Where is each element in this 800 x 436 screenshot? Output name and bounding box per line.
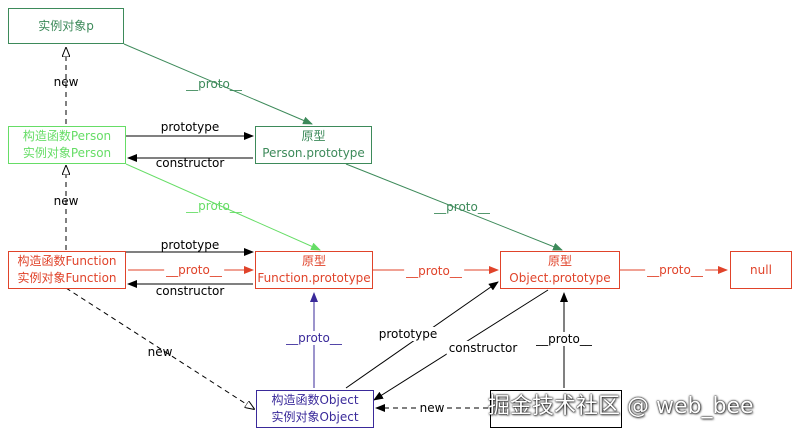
node-person-constructor-line2: 实例对象Person (22, 146, 112, 160)
node-instance-p-label: 实例对象p (38, 18, 94, 33)
label-new-object: new (147, 345, 173, 359)
node-instance-p: 实例对象p (8, 8, 124, 44)
node-function-constructor: 构造函数Function 实例对象Function (8, 251, 126, 289)
node-function-constructor-line2: 实例对象Function (17, 271, 117, 285)
node-object-prototype-line1: 原型 (547, 254, 572, 268)
label-proto-person-proto: __proto__ (434, 200, 490, 214)
node-person-constructor: 构造函数Person 实例对象Person (8, 126, 126, 164)
node-object-constructor: 构造函数Object 实例对象Object (256, 390, 374, 428)
node-null: null (730, 251, 792, 289)
node-person-constructor-line1: 构造函数Person (22, 129, 112, 143)
label-prototype-person: prototype (160, 120, 220, 134)
label-proto-function-proto: __proto__ (404, 264, 464, 278)
label-prototype-object: prototype (376, 327, 440, 341)
node-object-constructor-line2: 实例对象Object (271, 410, 359, 424)
label-constructor-person: constructor (155, 156, 225, 170)
node-person-prototype: 原型 Person.prototype (255, 126, 372, 164)
node-object-constructor-line1: 构造函数Object (271, 393, 359, 407)
label-proto-p: __proto__ (186, 77, 242, 91)
node-function-prototype-line2: Function.prototype (257, 271, 371, 285)
label-proto-hidden: __proto__ (534, 332, 594, 346)
node-hidden-box (490, 390, 622, 428)
label-new-hidden: new (417, 401, 447, 415)
label-proto-person-light: __proto__ (186, 199, 242, 213)
label-constructor-function: constructor (155, 284, 225, 298)
node-person-prototype-line1: 原型 (301, 129, 326, 143)
node-object-prototype: 原型 Object.prototype (500, 251, 620, 289)
label-new-p: new (53, 75, 79, 89)
label-new-person: new (53, 194, 79, 208)
label-prototype-function: prototype (160, 238, 220, 252)
watermark: 掘金技术社区 @ web_bee (488, 394, 754, 419)
label-proto-object-proto: __proto__ (645, 263, 705, 277)
node-function-prototype-line1: 原型 (301, 254, 326, 268)
edge-new-function-to-object (65, 287, 254, 409)
node-object-prototype-line2: Object.prototype (509, 271, 611, 285)
label-constructor-object: constructor (446, 341, 520, 355)
edge-proto-person-proto (345, 163, 563, 251)
node-null-label: null (750, 262, 772, 277)
edge-proto-p (123, 43, 313, 125)
edge-proto-person-light (125, 163, 321, 251)
label-proto-object-ctor: __proto__ (284, 331, 344, 345)
node-person-prototype-line2: Person.prototype (262, 146, 365, 160)
label-proto-function: __proto__ (164, 263, 224, 277)
node-function-constructor-line1: 构造函数Function (17, 254, 117, 268)
node-function-prototype: 原型 Function.prototype (255, 251, 373, 289)
